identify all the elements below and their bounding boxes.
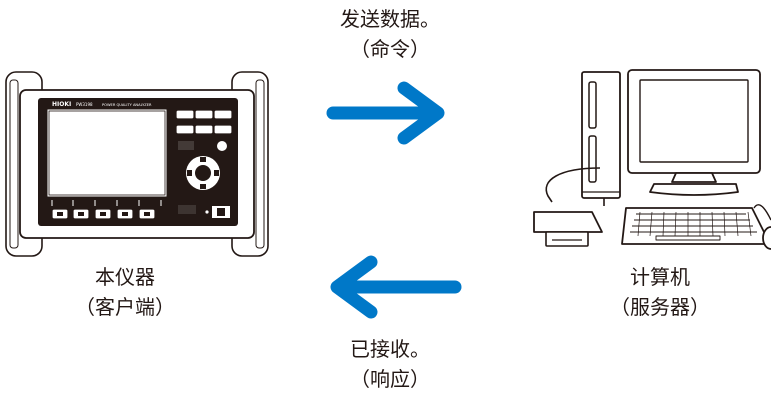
receive-label-line2: （响应） — [350, 367, 430, 391]
model-text: PW3198 — [76, 102, 93, 107]
computer-icon — [533, 69, 771, 250]
send-label: 发送数据。 （命令） — [325, 4, 455, 64]
instrument-label: 本仪器 （客户端） — [60, 262, 190, 322]
brand-logo: HIOKI — [52, 101, 71, 108]
computer-name: 计算机 — [630, 265, 690, 289]
receive-label-line1: 已接收。 — [350, 337, 430, 361]
arrow-left-icon — [330, 255, 462, 319]
analyzer-icon: HIOKI PW3198 POWER QUALITY ANALYZER — [5, 71, 269, 257]
instrument-role: （客户端） — [75, 295, 175, 319]
instrument-name: 本仪器 — [95, 265, 155, 289]
product-line-text: POWER QUALITY ANALYZER — [102, 103, 152, 107]
computer-role: （服务器） — [610, 295, 710, 319]
arrow-right-icon — [326, 81, 445, 145]
receive-label: 已接收。 （响应） — [325, 334, 455, 394]
send-label-line1: 发送数据。 — [340, 7, 440, 31]
send-label-line2: （命令） — [350, 37, 430, 61]
computer-label: 计算机 （服务器） — [590, 262, 730, 322]
